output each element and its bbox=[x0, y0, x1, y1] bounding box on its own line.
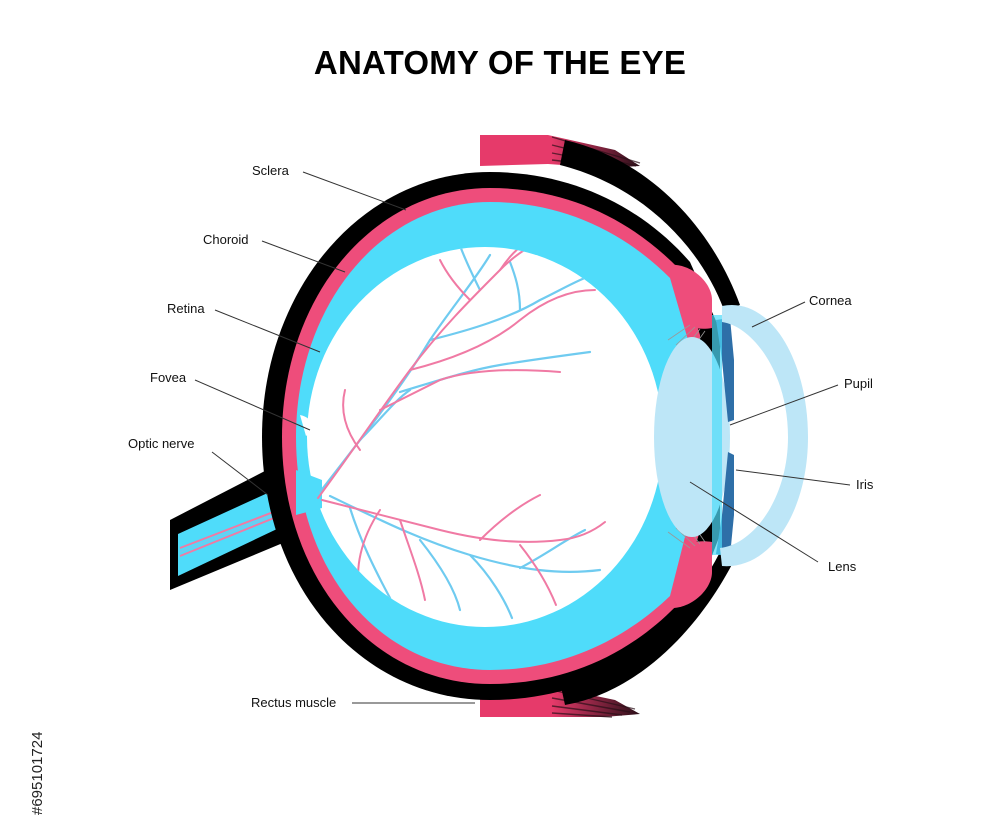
stock-id-watermark: #695101724 bbox=[13, 595, 46, 815]
leader-retina bbox=[214, 309, 321, 353]
label-retina: Retina bbox=[167, 301, 205, 316]
label-pupil: Pupil bbox=[844, 376, 873, 391]
leader-sclera bbox=[302, 171, 407, 211]
vitreous-body bbox=[307, 247, 663, 627]
leader-lines bbox=[194, 171, 851, 704]
leader-choroid bbox=[261, 240, 346, 273]
label-rectus-muscle: Rectus muscle bbox=[251, 695, 336, 710]
tendon-top bbox=[560, 140, 740, 310]
label-choroid: Choroid bbox=[203, 232, 249, 247]
label-sclera: Sclera bbox=[252, 163, 290, 178]
diagram-labels: Sclera Choroid Retina Fovea Optic nerve … bbox=[128, 163, 874, 710]
label-optic-nerve: Optic nerve bbox=[128, 436, 194, 451]
cornea-shape bbox=[720, 304, 808, 567]
label-fovea: Fovea bbox=[150, 370, 187, 385]
label-cornea: Cornea bbox=[809, 293, 852, 308]
stock-id-text: #695101724 bbox=[29, 731, 46, 815]
leader-lens bbox=[689, 481, 819, 563]
optic-disc bbox=[296, 470, 322, 515]
leader-optic-nerve bbox=[211, 451, 269, 496]
leader-fovea bbox=[194, 379, 311, 431]
label-iris: Iris bbox=[856, 477, 874, 492]
leader-iris bbox=[735, 469, 851, 486]
leader-pupil bbox=[729, 384, 839, 426]
page-title: ANATOMY OF THE EYE bbox=[313, 44, 687, 81]
eyeball bbox=[262, 172, 720, 700]
retinal-vessels bbox=[317, 247, 612, 620]
label-lens: Lens bbox=[828, 559, 857, 574]
leader-cornea bbox=[751, 301, 806, 328]
lens-shape bbox=[654, 337, 730, 537]
fovea-pit bbox=[300, 415, 313, 436]
